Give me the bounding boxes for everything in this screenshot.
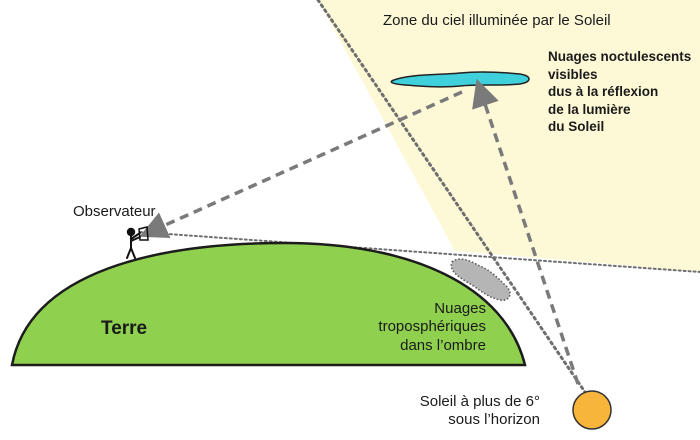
sunlight-to-cloud-arrow [472,78,580,385]
tropospheric-cloud [450,258,511,301]
earth-outline [10,241,527,367]
tropospheric-label-line: Nuages [434,300,486,317]
tropospheric-cloud-label: Nuages troposphériques dans l’ombre [378,300,486,355]
sun-ray-upper [316,0,591,400]
tropospheric-label-line: troposphériques [378,318,486,336]
observer-horizon-line [139,231,700,273]
noctilucent-cloud-label: Nuages noctulescents visibles dus à la r… [548,48,691,136]
noctilucent-label-line: de la lumière [548,101,631,117]
noctilucent-label-line: Nuages noctulescents [548,49,692,64]
sun-label-line: Soleil à plus de 6° [419,393,540,410]
tropospheric-label-line: dans l’ombre [400,336,486,354]
noctilucent-label-line: visibles [548,66,598,82]
observer-label: Observateur [73,203,156,220]
sunlit-sky-zone [318,0,700,272]
earth-label: Terre [101,318,148,339]
sun-label: Soleil à plus de 6° sous l’horizon [420,393,540,430]
person-with-binoculars-icon [126,226,149,259]
noctilucent-label-line: dus à la réflexion [548,84,659,100]
sun-outline [572,390,612,430]
sunlit-zone-label: Zone du ciel illuminée par le Soleil [383,12,611,29]
sun-label-line: sous l’horizon [448,411,540,429]
noctilucent-label-line: du Soleil [548,119,605,135]
reflection-to-observer-arrow [139,90,463,239]
earth-shape [12,243,525,365]
sun-circle-icon [573,391,611,429]
